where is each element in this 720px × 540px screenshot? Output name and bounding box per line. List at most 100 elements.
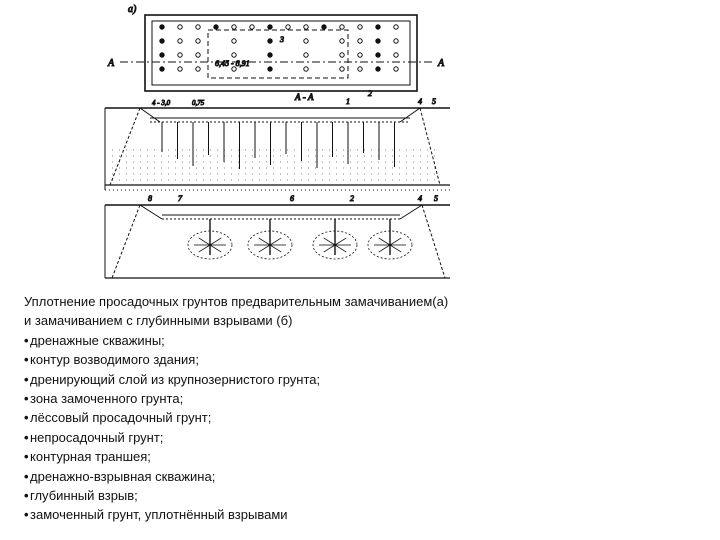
legend-item: •дренажные скважины; (24, 331, 624, 350)
drainage-hole-icon (213, 24, 219, 30)
blast-ray-line (258, 237, 271, 246)
legend-item-label: дренажно-взрывная скважина; (30, 468, 216, 484)
bullet-icon: • (24, 429, 29, 445)
blast-zone-icon (187, 230, 233, 260)
legend-item: •непросадочный грунт; (24, 428, 624, 447)
blast-ray-line (334, 244, 347, 253)
drainage-hole-icon (393, 24, 399, 30)
drainage-hole-icon (303, 66, 309, 72)
section-number-2: 2 (368, 89, 372, 98)
b-number-2: 2 (350, 194, 354, 203)
drainage-hole-icon (231, 52, 237, 58)
blast-ray-line (269, 237, 282, 246)
drainage-hole-icon (267, 38, 273, 44)
bullet-icon: • (24, 507, 29, 523)
drainage-hole-icon (375, 66, 381, 72)
caption-line: Уплотнение просадочных грунтов предварит… (24, 294, 449, 309)
section-b-view: 8 7 6 2 4 5 (104, 194, 450, 279)
section-number-5: 5 (432, 97, 436, 106)
drainage-hole-icon (339, 38, 345, 44)
drainage-hole-icon (393, 38, 399, 44)
drainage-hole-icon (267, 66, 273, 72)
drainage-hole-icon (159, 52, 165, 58)
b-number-6: 6 (290, 194, 294, 203)
blast-ray-line (209, 244, 222, 253)
section-dim-2: 0,75 (192, 99, 205, 107)
blast-ray-line (269, 244, 282, 253)
legend-item: •контур возводимого здания; (24, 350, 624, 369)
bullet-icon: • (24, 352, 29, 368)
legend-item-label: лёссовый просадочный грунт; (30, 410, 212, 426)
bullet-icon: • (24, 332, 29, 348)
blast-zone-icon (367, 230, 413, 260)
legend-item-label: дренажные скважины; (30, 332, 165, 348)
legend-item-label: дренирующий слой из крупнозернистого гру… (30, 371, 321, 387)
drainage-hole-icon (177, 66, 183, 72)
plan-dim-label: 6,45 - 8,91 (215, 59, 250, 68)
legend-item: •контурная траншея; (24, 447, 624, 466)
legend-item: •дренирующий слой из крупнозернистого гр… (24, 370, 624, 389)
legend-list: •дренажные скважины;•контур возводимого … (24, 331, 624, 525)
drainage-hole-icon (339, 52, 345, 58)
drainage-hole-icon (303, 38, 309, 44)
drainage-hole-icon (303, 24, 309, 30)
blast-ray-line (198, 237, 211, 246)
bullet-icon: • (24, 371, 29, 387)
drainage-hole-icon (321, 24, 327, 30)
drainage-wells-section (112, 122, 440, 181)
blast-ray-line (323, 244, 336, 253)
legend-item-label: глубинный взрыв; (30, 488, 138, 504)
figure-caption: Уплотнение просадочных грунтов предварит… (24, 292, 624, 525)
blast-ray-line (334, 237, 347, 246)
section-mark-right: А (437, 58, 445, 69)
drainage-hole-icon (177, 24, 183, 30)
blast-ray-line (258, 244, 271, 253)
drainage-hole-icon (231, 38, 237, 44)
engineering-drawing: а) А А 6,45 - 8,91 3 А - А (104, 4, 450, 279)
bullet-icon: • (24, 391, 29, 407)
drainage-hole-icon (231, 24, 237, 30)
drainage-hole-icon (195, 66, 201, 72)
drainage-hole-icon (393, 52, 399, 58)
b-number-5: 5 (434, 194, 438, 203)
drainage-hole-icon (159, 24, 165, 30)
plan-number-3: 3 (279, 35, 284, 44)
blast-zone-icon (247, 230, 293, 260)
drainage-hole-icon (177, 38, 183, 44)
drainage-hole-icon (375, 52, 381, 58)
section-title: А - А (294, 92, 314, 102)
drainage-hole-icon (393, 66, 399, 72)
drainage-hole-icon (267, 52, 273, 58)
legend-item: •замоченный грунт, уплотнённый взрывами (24, 505, 624, 524)
legend-item: •дренажно-взрывная скважина; (24, 467, 624, 486)
panel-a-label: а) (128, 4, 137, 15)
blast-ray-line (209, 237, 222, 246)
blast-ray-line (378, 244, 391, 253)
caption-line: и замачиванием с глубинными взрывами (б) (24, 313, 293, 329)
drainage-hole-icon (303, 52, 309, 58)
legend-item-label: контур возводимого здания; (30, 352, 199, 368)
drainage-hole-icon (267, 24, 273, 30)
blast-zone-icon (312, 230, 358, 260)
drainage-hole-icon (231, 66, 237, 72)
legend-item-label: непросадочный грунт; (30, 429, 164, 445)
legend-item-label: зона замоченного грунта; (30, 391, 184, 407)
blast-ray-line (378, 237, 391, 246)
drainage-hole-icon (375, 38, 381, 44)
legend-item: •глубинный взрыв; (24, 486, 624, 505)
drainage-hole-icon (195, 24, 201, 30)
legend-item-label: замоченный грунт, уплотнённый взрывами (30, 507, 288, 523)
drainage-hole-icon (357, 24, 363, 30)
drainage-hole-icon (339, 24, 345, 30)
section-a-view: А - А 4 - 3,0 0,75 1 2 4 5 (104, 89, 450, 191)
legend-item-label: контурная траншея; (30, 449, 151, 465)
drainage-hole-icon (357, 52, 363, 58)
drainage-holes-plan (159, 24, 399, 72)
plan-view: а) А А 6,45 - 8,91 3 (107, 4, 446, 92)
drainage-hole-icon (357, 38, 363, 44)
b-number-7: 7 (178, 194, 183, 203)
legend-item: •зона замоченного грунта; (24, 389, 624, 408)
drainage-hole-icon (339, 66, 345, 72)
drainage-hole-icon (159, 66, 165, 72)
blast-ray-line (323, 237, 336, 246)
